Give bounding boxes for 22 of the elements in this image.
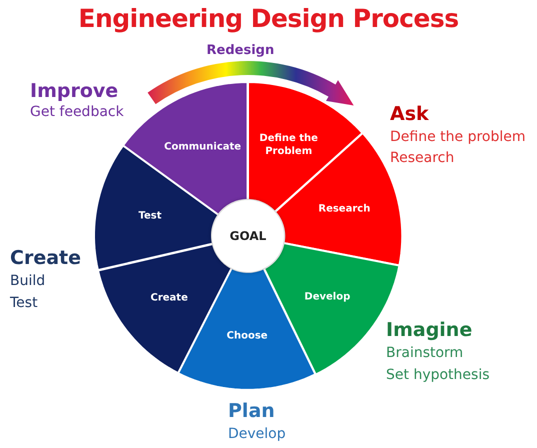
stage-description: Research: [390, 150, 454, 166]
stage-description: Test: [10, 295, 38, 311]
stage-description: Get feedback: [30, 104, 124, 120]
stage-heading: Create: [10, 247, 81, 269]
stage-heading: Imagine: [386, 319, 472, 341]
segment-label: Communicate: [164, 140, 242, 154]
stage-heading: Plan: [228, 400, 275, 422]
stage-heading: Ask: [390, 103, 429, 125]
segment-label: Test: [137, 210, 162, 223]
arrow: [148, 61, 354, 106]
segment-label: Choose: [226, 329, 269, 342]
segment-label: Develop: [303, 290, 352, 304]
stage-description: Develop: [228, 426, 286, 442]
segment-label: Define the Problem: [258, 132, 319, 158]
stage-description: Build: [10, 273, 46, 289]
stage-description: Brainstorm: [386, 345, 464, 361]
stage-heading: Improve: [30, 80, 118, 102]
segment-label: Create: [150, 291, 189, 304]
segment-label: Research: [317, 202, 372, 216]
stage-description: Define the problem: [390, 129, 526, 145]
stage-description: Set hypothesis: [386, 367, 490, 383]
title: Engineering Design Process: [78, 4, 459, 33]
